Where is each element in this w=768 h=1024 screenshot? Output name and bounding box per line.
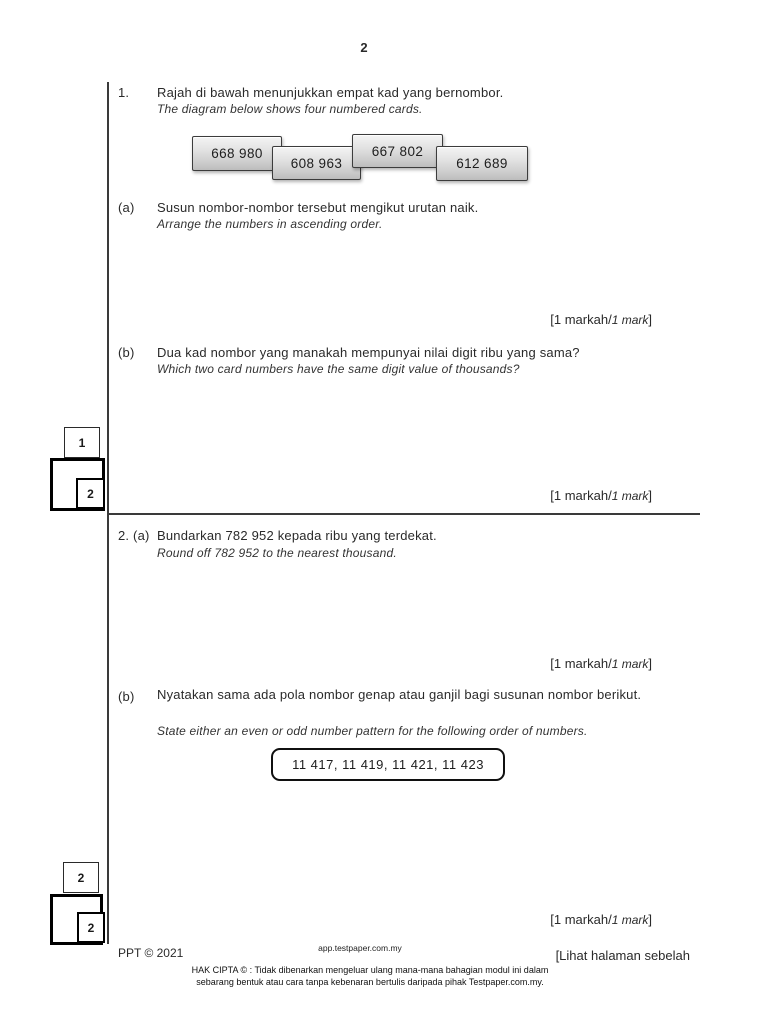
q2a-prompt-malay: Bundarkan 782 952 kepada ribu yang terde… <box>157 528 437 543</box>
q2b-prompt-english: State either an even or odd number patte… <box>157 724 588 738</box>
marks-prefix: [1 markah/ <box>550 912 612 927</box>
question-divider-line <box>107 513 700 515</box>
q1a-prompt-malay: Susun nombor-nombor tersebut mengikut ur… <box>157 200 479 215</box>
copyright-line-2: sebarang bentuk atau cara tanpa kebenara… <box>196 977 544 987</box>
q2b-marks-label: [1 markah/1 mark] <box>550 912 652 927</box>
marks-suffix: ] <box>648 656 652 671</box>
q1-submark-box: 1 <box>64 427 100 458</box>
footer-publisher: PPT © 2021 <box>118 946 184 960</box>
q2-totalmark-box <box>50 894 103 945</box>
marks-italic: 1 mark <box>611 489 649 503</box>
footer-website: app.testpaper.com.my <box>318 943 402 953</box>
q1a-prompt-english: Arrange the numbers in ascending order. <box>157 217 383 231</box>
q1b-prompt-english: Which two card numbers have the same dig… <box>157 362 520 376</box>
marks-prefix: [1 markah/ <box>550 488 612 503</box>
marks-italic: 1 mark <box>611 657 649 671</box>
marks-suffix: ] <box>648 312 652 327</box>
copyright-line-1: HAK CIPTA © : Tidak dibenarkan mengeluar… <box>191 965 549 975</box>
q1b-label: (b) <box>118 345 135 360</box>
q2a-label: 2. (a) <box>118 528 150 543</box>
marks-prefix: [1 markah/ <box>550 312 612 327</box>
number-pattern-box: 11 417, 11 419, 11 421, 11 423 <box>271 748 505 781</box>
number-card-4: 612 689 <box>436 146 528 181</box>
q1-number: 1. <box>118 85 130 100</box>
q1b-marks-label: [1 markah/1 mark] <box>550 488 652 503</box>
footer-copyright: HAK CIPTA © : Tidak dibenarkan mengeluar… <box>0 964 740 988</box>
marks-suffix: ] <box>648 912 652 927</box>
q2b-prompt-malay: Nyatakan sama ada pola nombor genap atau… <box>157 687 642 702</box>
q1-prompt-english: The diagram below shows four numbered ca… <box>157 102 423 116</box>
q2-totalmark-value-box: 2 <box>77 912 105 943</box>
q1a-label: (a) <box>118 200 135 215</box>
q2b-label: (b) <box>118 689 135 704</box>
footer-turn-over-note: [Lihat halaman sebelah <box>555 948 690 963</box>
q2a-marks-label: [1 markah/1 mark] <box>550 656 652 671</box>
q2a-prompt-english: Round off 782 952 to the nearest thousan… <box>157 546 397 560</box>
number-card-1: 668 980 <box>192 136 282 171</box>
q1b-prompt-malay: Dua kad nombor yang manakah mempunyai ni… <box>157 345 580 360</box>
q1-prompt-malay: Rajah di bawah menunjukkan empat kad yan… <box>157 85 504 100</box>
number-card-3: 667 802 <box>352 134 443 168</box>
q1a-marks-label: [1 markah/1 mark] <box>550 312 652 327</box>
number-card-2: 608 963 <box>272 146 361 180</box>
marks-prefix: [1 markah/ <box>550 656 612 671</box>
marks-suffix: ] <box>648 488 652 503</box>
marks-italic: 1 mark <box>611 313 649 327</box>
marks-italic: 1 mark <box>611 913 649 927</box>
q2-submark-box: 2 <box>63 862 99 893</box>
q1-totalmark-value-box: 2 <box>76 478 105 509</box>
page-number: 2 <box>360 40 368 55</box>
